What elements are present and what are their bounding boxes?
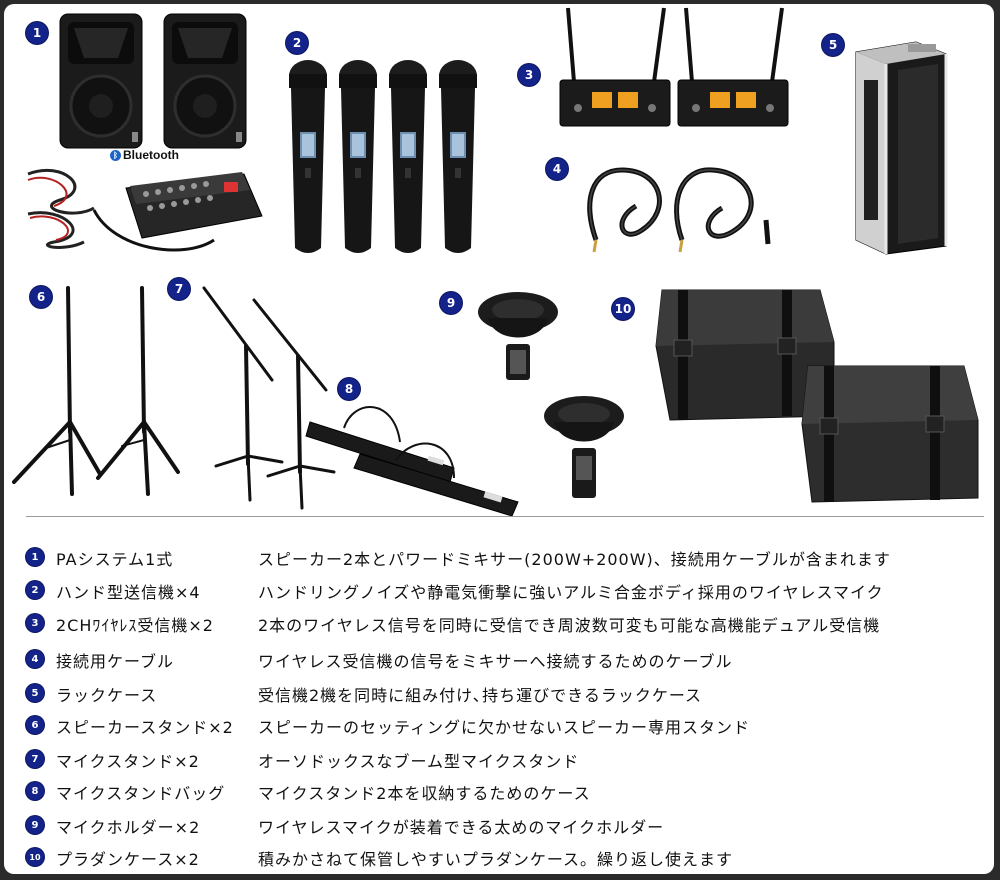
spec-item-description: オーソドックスなブーム型マイクスタンド bbox=[258, 752, 580, 771]
spec-number-badge: 9 bbox=[26, 816, 44, 834]
speaker-stands-image bbox=[12, 286, 180, 496]
spec-item-description: スピーカー2本とパワードミキサー(200W+200W)、接続用ケーブルが含まれま… bbox=[258, 550, 891, 569]
spec-number-badge: 8 bbox=[26, 782, 44, 800]
spec-number-badge: 3 bbox=[26, 614, 44, 632]
spec-item-name: ハンド型送信機×4 bbox=[56, 583, 201, 602]
spec-item-description: 受信機2機を同時に組み付け､持ち運びできるラックケース bbox=[258, 686, 703, 705]
spec-item-description: 2本のワイヤレス信号を同時に受信でき周波数可変も可能な高機能デュアル受信機 bbox=[258, 616, 881, 635]
spec-item-name: 2CHﾜｲﾔﾚｽ受信機×2 bbox=[56, 616, 214, 635]
spec-item-name: マイクスタンド×2 bbox=[56, 752, 200, 771]
spec-number-badge: 2 bbox=[26, 581, 44, 599]
spec-number-badge: 4 bbox=[26, 650, 44, 668]
spec-item-description: マイクスタンド2本を収納するためのケース bbox=[258, 784, 591, 803]
callout-badge-10: 10 bbox=[612, 298, 634, 320]
spec-item-description: ハンドリングノイズや静電気衝撃に強いアルミ合金ボディ採用のワイヤレスマイク bbox=[258, 583, 884, 602]
mic-holders-image bbox=[478, 292, 624, 498]
spec-item-name: スピーカースタンド×2 bbox=[56, 718, 234, 737]
spec-row: 1 PAシステム1式 スピーカー2本とパワードミキサー(200W+200W)、接… bbox=[26, 542, 992, 572]
bluetooth-text: Bluetooth bbox=[123, 148, 179, 162]
spec-row: 3 2CHﾜｲﾔﾚｽ受信機×2 2本のワイヤレス信号を同時に受信でき周波数可変も… bbox=[26, 608, 992, 638]
spec-item-name: プラダンケース×2 bbox=[56, 850, 200, 869]
callout-badge-6: 6 bbox=[30, 286, 52, 308]
callout-badge-7: 7 bbox=[168, 278, 190, 300]
connection-cables-image bbox=[587, 167, 771, 253]
spec-item-name: PAシステム1式 bbox=[56, 550, 174, 569]
handheld-mics-image bbox=[289, 60, 477, 253]
spec-row: 8 マイクスタンドバッグ マイクスタンド2本を収納するためのケース bbox=[26, 776, 992, 806]
spec-row: 9 マイクホルダー×2 ワイヤレスマイクが装着できる太めのマイクホルダー bbox=[26, 810, 992, 840]
spec-item-name: 接続用ケーブル bbox=[56, 652, 175, 671]
spec-row: 10 プラダンケース×2 積みかさねて保管しやすいプラダンケース。繰り返し使えま… bbox=[26, 842, 992, 872]
spec-row: 4 接続用ケーブル ワイヤレス受信機の信号をミキサーへ接続するためのケーブル bbox=[26, 644, 992, 674]
rack-case-image bbox=[855, 41, 948, 255]
spec-item-name: ラックケース bbox=[56, 686, 158, 705]
spec-row: 2 ハンド型送信機×4 ハンドリングノイズや静電気衝撃に強いアルミ合金ボディ採用… bbox=[26, 575, 992, 605]
wireless-receivers-image bbox=[559, 7, 789, 127]
callout-badge-2: 2 bbox=[286, 32, 308, 54]
spec-number-badge: 6 bbox=[26, 716, 44, 734]
spec-item-description: ワイヤレスマイクが装着できる太めのマイクホルダー bbox=[258, 818, 665, 837]
spec-item-name: マイクホルダー×2 bbox=[56, 818, 201, 837]
spec-item-description: 積みかさねて保管しやすいプラダンケース。繰り返し使えます bbox=[258, 850, 734, 869]
bluetooth-label: ᛒ Bluetooth bbox=[110, 148, 179, 162]
spec-item-description: ワイヤレス受信機の信号をミキサーへ接続するためのケーブル bbox=[258, 652, 733, 671]
mic-stands-image bbox=[202, 286, 336, 510]
spec-row: 6 スピーカースタンド×2 スピーカーのセッティングに欠かせないスピーカー専用ス… bbox=[26, 710, 992, 740]
spec-item-name: マイクスタンドバッグ bbox=[56, 784, 226, 803]
callout-badge-8: 8 bbox=[338, 378, 360, 400]
spec-row: 7 マイクスタンド×2 オーソドックスなブーム型マイクスタンド bbox=[26, 744, 992, 774]
bluetooth-icon: ᛒ bbox=[110, 149, 121, 161]
plastic-cases-image bbox=[655, 289, 979, 503]
section-divider bbox=[26, 516, 984, 517]
pa-system-image bbox=[27, 13, 263, 252]
spec-number-badge: 5 bbox=[26, 684, 44, 702]
spec-number-badge: 1 bbox=[26, 548, 44, 566]
spec-number-badge: 10 bbox=[26, 848, 44, 866]
mic-stand-bags-image bbox=[305, 406, 519, 517]
callout-badge-1: 1 bbox=[26, 22, 48, 44]
spec-number-badge: 7 bbox=[26, 750, 44, 768]
spec-item-description: スピーカーのセッティングに欠かせないスピーカー専用スタンド bbox=[258, 718, 751, 737]
callout-badge-5: 5 bbox=[822, 34, 844, 56]
callout-badge-4: 4 bbox=[546, 158, 568, 180]
spec-row: 5 ラックケース 受信機2機を同時に組み付け､持ち運びできるラックケース bbox=[26, 678, 992, 708]
product-sheet: 1 ᛒ Bluetooth 2 bbox=[4, 4, 994, 874]
callout-badge-9: 9 bbox=[440, 292, 462, 314]
callout-badge-3: 3 bbox=[518, 64, 540, 86]
